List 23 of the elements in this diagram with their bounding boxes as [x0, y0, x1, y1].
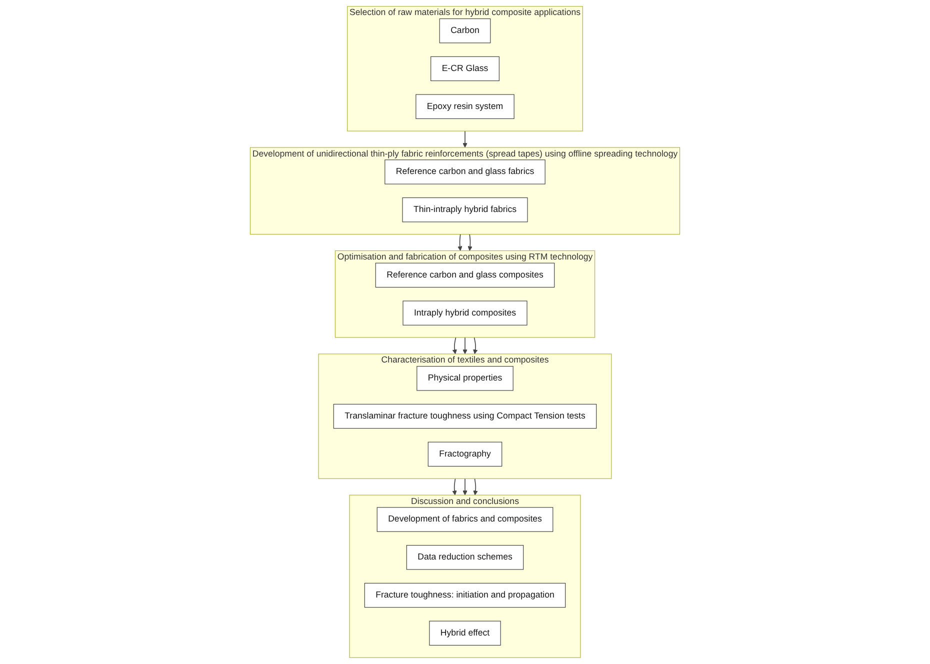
arrow	[462, 130, 468, 148]
arrow	[472, 337, 478, 354]
node-box: Physical properties	[416, 366, 514, 391]
node-box: Epoxy resin system	[416, 94, 514, 119]
node-box: Reference carbon and glass fabrics	[384, 160, 546, 184]
arrow	[452, 337, 458, 354]
arrow	[452, 478, 457, 496]
node-box: E-CR Glass	[430, 56, 500, 82]
node-box: Reference carbon and glass composites	[375, 262, 555, 288]
arrow	[473, 478, 478, 496]
arrow	[458, 234, 462, 251]
node-box: Hybrid effect	[429, 620, 501, 646]
node-box: Carbon	[439, 18, 491, 44]
node-box: Translaminar fracture toughness using Compact Tension tests	[333, 404, 597, 429]
node-box: Fractography	[428, 442, 502, 467]
node-box: Fracture toughness: initiation and propagation	[364, 582, 566, 608]
arrow	[462, 337, 468, 354]
arrow	[468, 234, 472, 251]
node-box: Data reduction schemes	[406, 545, 524, 570]
arrow	[462, 478, 468, 496]
node-box: Intraply hybrid composites	[402, 300, 528, 326]
node-box: Development of fabrics and composites	[376, 507, 554, 532]
node-box: Thin-intraply hybrid fabrics	[402, 197, 528, 222]
